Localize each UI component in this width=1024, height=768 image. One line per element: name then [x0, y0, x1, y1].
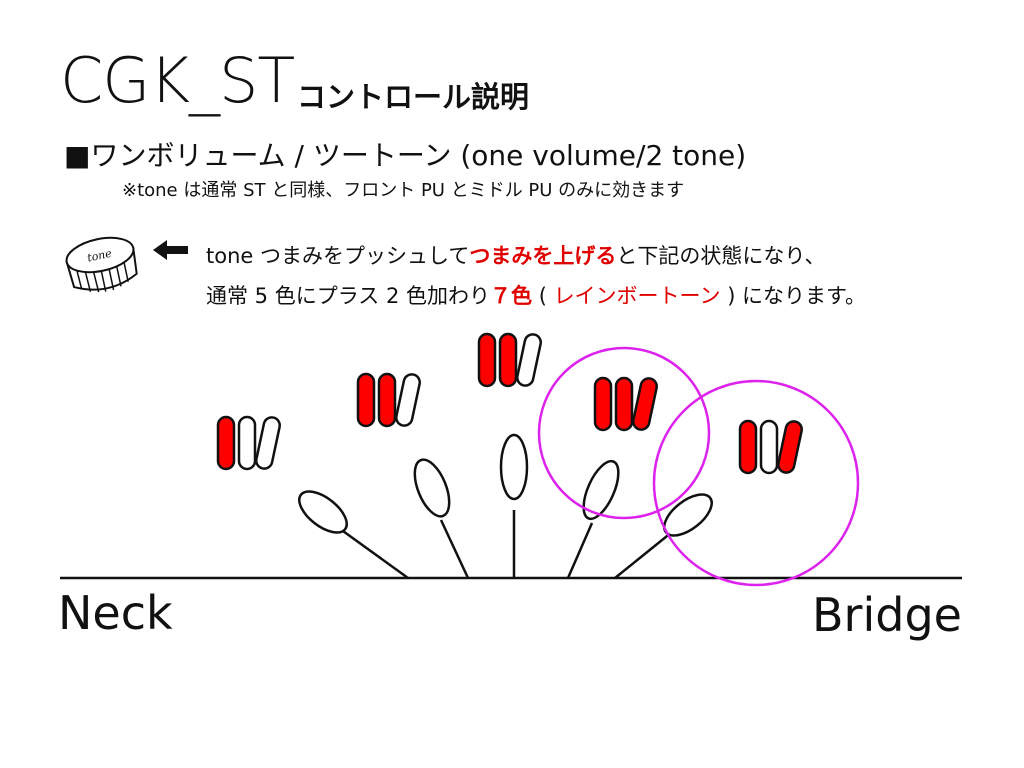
- desc2-paren-open: (: [532, 284, 554, 308]
- pickup-group-2: [356, 372, 421, 428]
- section-heading: ■ワンボリューム / ツートーン (one volume/2 tone): [64, 139, 747, 172]
- label-bridge: Bridge: [812, 588, 962, 642]
- pickup-2-off: [237, 415, 257, 471]
- rainbow-circle-2: [652, 379, 860, 587]
- lever-5: [663, 493, 713, 537]
- desc1-post: と下記の状態になり、: [616, 244, 826, 268]
- pickup-group-1: [216, 415, 281, 471]
- pickup-groups: [216, 332, 803, 475]
- pickup-2-on: [377, 372, 397, 428]
- rainbow-circle-1: [537, 346, 711, 520]
- pickup-group-5: [738, 419, 803, 475]
- pickup-group-4: [593, 376, 658, 432]
- lever-1: [298, 490, 348, 534]
- pickup-2-on: [614, 376, 634, 432]
- left-arrow-icon: [153, 240, 188, 260]
- pickup-3-off: [255, 416, 281, 470]
- pickup-1-on: [356, 372, 376, 428]
- pickup-2-off: [759, 419, 779, 475]
- desc1-highlight: つまみを上げる: [469, 244, 617, 268]
- pickup-1-on: [593, 376, 613, 432]
- desc2-text: 通常 5 色にプラス 2 色加わり: [206, 284, 491, 308]
- pickup-1-on: [738, 419, 758, 475]
- pickup-3-on: [777, 420, 803, 474]
- pickup-1-on: [216, 415, 236, 471]
- pickup-group-3: [477, 332, 542, 388]
- lever-2: [413, 458, 451, 518]
- pickup-3-off: [395, 373, 421, 427]
- title-sub: コントロール説明: [297, 80, 530, 114]
- pickup-2-on: [498, 332, 518, 388]
- desc2-paren-close: ) になります。: [720, 284, 866, 308]
- pickup-3-on: [632, 377, 658, 431]
- description-line-1: tone つまみをプッシュしてつまみを上げると下記の状態になり、: [206, 240, 826, 270]
- desc2-highlight: ７色: [490, 284, 533, 308]
- label-neck: Neck: [58, 586, 173, 640]
- lever-4: [582, 459, 620, 521]
- knob-label: tone: [86, 247, 113, 265]
- tone-note: ※tone は通常 ST と同様、フロント PU とミドル PU のみに効きます: [122, 180, 685, 201]
- desc2-rainbow: レインボートーン: [553, 284, 721, 308]
- tone-knob-icon: tone: [65, 236, 138, 293]
- desc1-text: tone つまみをプッシュして: [206, 244, 470, 268]
- description-line-2: 通常 5 色にプラス 2 色加わり７色 ( レインボートーン ) になります。: [206, 280, 866, 310]
- switch-levers: [298, 433, 713, 580]
- pickup-3-off: [516, 333, 542, 387]
- pickup-1-on: [477, 332, 497, 388]
- lever-3: [499, 433, 529, 501]
- title-main: CGK_ST: [60, 44, 295, 117]
